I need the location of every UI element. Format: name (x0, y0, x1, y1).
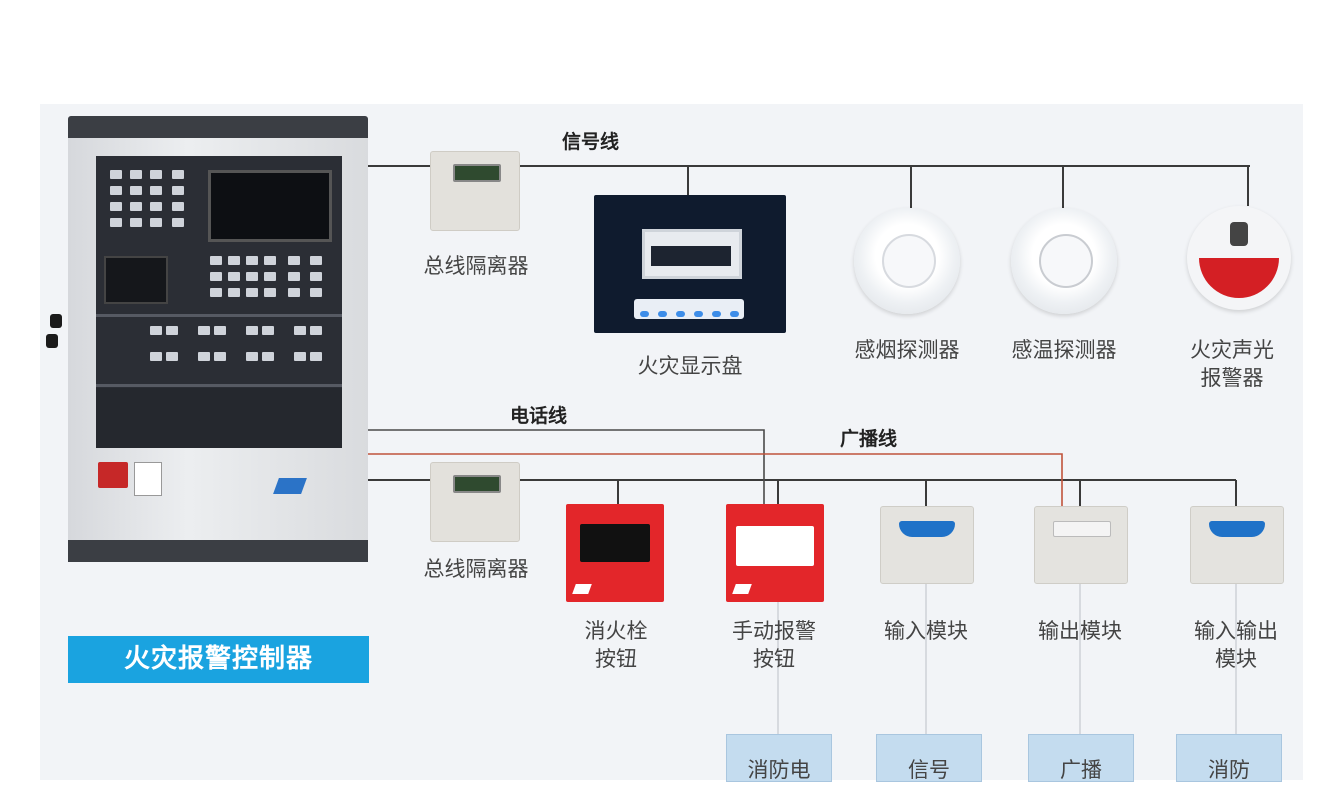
hydrant-button-label-line1: 消火栓 (584, 619, 648, 643)
io-module-label-line1: 输入输出 (1194, 619, 1278, 643)
output-module (1034, 506, 1128, 584)
cabinet-key-icon (46, 334, 58, 348)
brand-logo-icon (273, 478, 307, 494)
bottom-box-fire: 消防 (1176, 734, 1282, 782)
qr-code-label (134, 462, 162, 496)
bottom-box-fire-phone: 消防电 (726, 734, 832, 782)
smoke-detector (854, 208, 960, 314)
input-module-label: 输入模块 (884, 619, 968, 643)
cabinet-base (68, 540, 368, 562)
input-module (880, 506, 974, 584)
bus-isolator-bottom-label: 总线隔离器 (423, 557, 529, 581)
smoke-detector-label: 感烟探测器 (854, 338, 960, 362)
controller-label: 火灾报警控制器 (68, 636, 369, 683)
cabinet-blank-panel (96, 388, 342, 448)
broadcast-line-label: 广播线 (840, 428, 898, 450)
manual-alarm-label-line2: 按钮 (753, 647, 795, 671)
io-module-label-line2: 模块 (1215, 647, 1257, 671)
bottom-box-broadcast: 广播 (1028, 734, 1134, 782)
cabinet-top-bar (68, 116, 368, 138)
heat-detector-label: 感温探测器 (1011, 338, 1117, 362)
bus-isolator-top-label: 总线隔离器 (423, 254, 529, 278)
phone-line-label: 电话线 (510, 405, 568, 427)
warning-sticker (98, 462, 128, 488)
signal-line-label: 信号线 (562, 131, 620, 153)
hydrant-button-label-line2: 按钮 (595, 647, 637, 671)
broadcast-line (368, 453, 1063, 506)
input-output-module (1190, 506, 1284, 584)
controller-printer (104, 256, 168, 304)
hydrant-button (566, 504, 664, 602)
fire-display-panel-label: 火灾显示盘 (637, 354, 743, 378)
sounder-label-line2: 报警器 (1200, 366, 1264, 390)
fire-alarm-controller-cabinet (68, 116, 368, 562)
phone-line (368, 429, 765, 504)
bus-isolator-top (430, 151, 520, 231)
cabinet-front-panel (96, 156, 342, 448)
sounder-label-line1: 火灾声光 (1190, 338, 1274, 362)
bus-isolator-bottom (430, 462, 520, 542)
manual-alarm-button (726, 504, 824, 602)
bottom-box-signal: 信号 (876, 734, 982, 782)
heat-detector (1011, 208, 1117, 314)
manual-alarm-label-line1: 手动报警 (732, 619, 816, 643)
sounder-strobe (1187, 206, 1291, 310)
output-module-label: 输出模块 (1038, 619, 1122, 643)
fire-display-panel (594, 195, 786, 333)
cabinet-lock-icon (50, 314, 62, 328)
controller-lcd-screen (208, 170, 332, 242)
